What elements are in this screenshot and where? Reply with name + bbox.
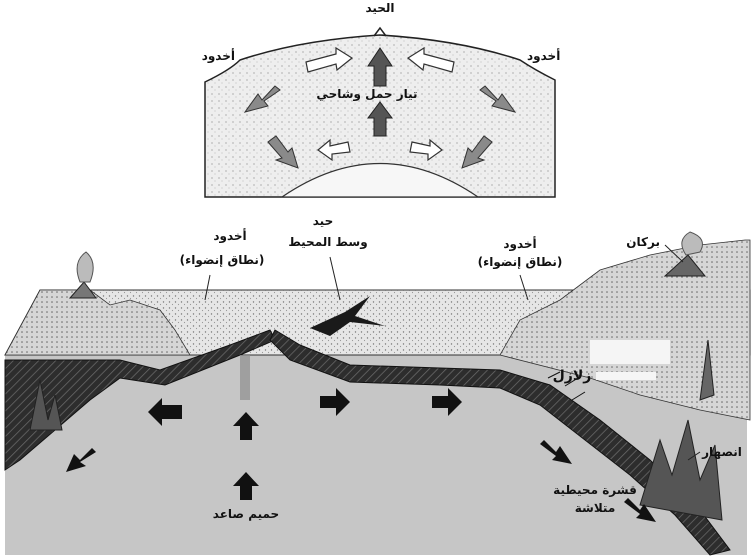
rising-magma-label: حميم صاعد <box>213 507 279 521</box>
trench-right-line2: (نطاق إنضواء) <box>478 255 563 270</box>
oceanic-crust-line2: متلاشة <box>575 501 616 515</box>
continental-highlight <box>590 340 670 364</box>
block-diagram: أخدود (نطاق إنضواء) حيد وسط المحيط أخدود… <box>5 214 750 555</box>
ridge-line2: وسط المحيط <box>288 235 367 250</box>
convection-cross-section: الحيد أخدود أخدود تيار حمل وشاحي <box>202 1 561 197</box>
trench-right-line1: أخدود <box>503 236 536 252</box>
ridge-line1: حيد <box>313 214 333 228</box>
volcano-plume-icon <box>682 232 703 255</box>
continental-highlight <box>596 372 656 380</box>
trench-left-line2: (نطاق إنضواء) <box>180 253 265 268</box>
volcano-plume-icon <box>77 252 93 282</box>
magma-plume <box>240 355 250 400</box>
top-trench-left-label: أخدود <box>202 48 235 64</box>
trench-left-line1: أخدود <box>213 228 246 244</box>
melting-label: انصهار <box>701 445 742 459</box>
top-trench-right-label: أخدود <box>527 48 560 64</box>
top-ridge-label: الحيد <box>365 1 394 15</box>
volcano-label: بركان <box>626 235 660 249</box>
oceanic-crust-line1: قشرة محيطية <box>553 483 637 497</box>
convection-current-label: تيار حمل وشاحي <box>316 87 417 102</box>
earthquakes-label: زلازل <box>553 368 592 384</box>
